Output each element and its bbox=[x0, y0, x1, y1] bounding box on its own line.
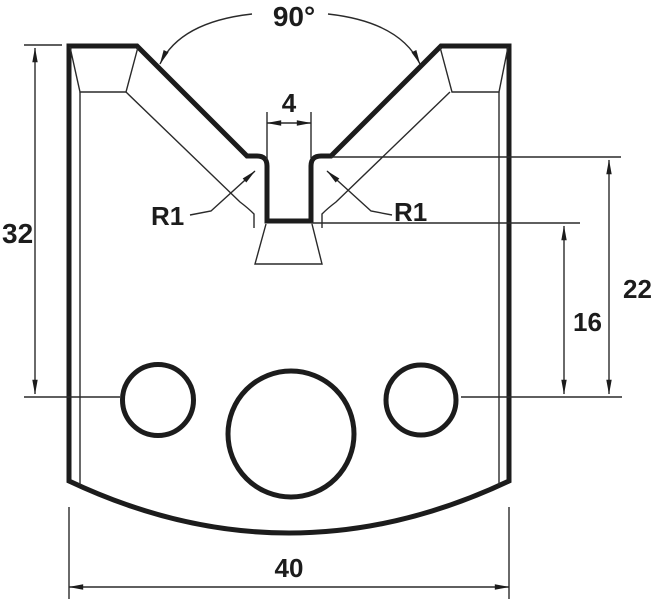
relief-slot-flare bbox=[254, 223, 323, 265]
angle-label: 90° bbox=[273, 1, 315, 32]
hole-right bbox=[383, 362, 459, 438]
relief-v-slope-right bbox=[321, 91, 451, 228]
relief-facet-top-right bbox=[439, 46, 509, 93]
radius-leader-left bbox=[189, 170, 256, 216]
angle-arc-left bbox=[159, 13, 253, 65]
hole-center bbox=[225, 368, 357, 500]
radius-label-left: R1 bbox=[151, 201, 184, 231]
blade-profile-outline bbox=[66, 43, 512, 536]
hole-left bbox=[120, 362, 196, 438]
depth22-label: 22 bbox=[623, 274, 652, 304]
relief-facet-top-left bbox=[69, 46, 139, 93]
slot-width-label: 4 bbox=[282, 88, 297, 118]
width-label: 40 bbox=[275, 553, 304, 583]
radius-leader-right bbox=[326, 170, 393, 216]
depth16-label: 16 bbox=[573, 307, 602, 337]
height-label: 32 bbox=[2, 218, 33, 249]
radius-label-right: R1 bbox=[394, 197, 427, 227]
angle-arc-right bbox=[327, 13, 421, 65]
relief-v-slope-left bbox=[125, 91, 255, 228]
